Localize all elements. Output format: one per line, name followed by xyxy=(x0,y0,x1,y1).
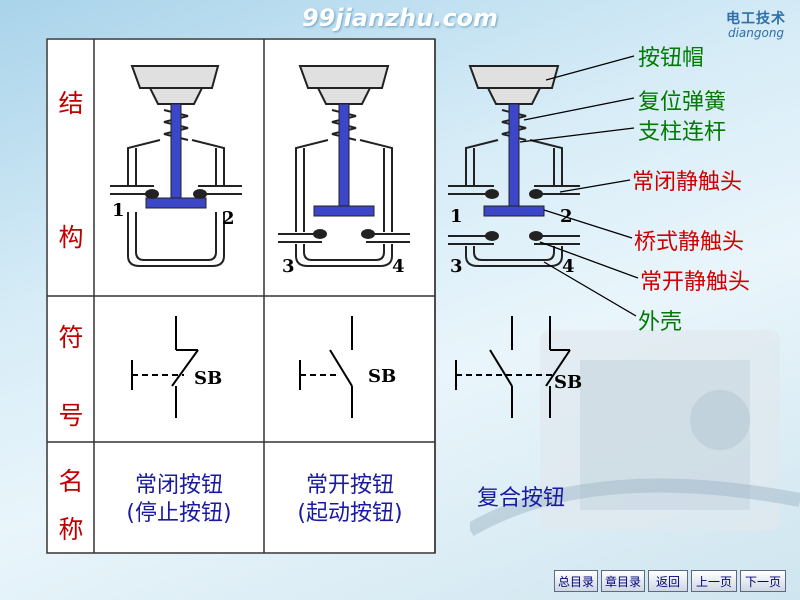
chapter-toc-button[interactable]: 章目录 xyxy=(601,570,645,592)
no-button-structure xyxy=(278,65,410,267)
nc-housing xyxy=(127,139,225,267)
no-symbol xyxy=(299,316,353,418)
callout-bridge-contact: 桥式静触头 xyxy=(634,230,745,255)
combo-button-name: 复合按钮 xyxy=(436,485,606,513)
prev-page-button[interactable]: 上一页 xyxy=(691,570,737,592)
combo-symbol xyxy=(455,316,571,418)
nc-button-name-line2: (停止按钮) xyxy=(126,501,232,526)
combo-static-contacts xyxy=(448,185,580,245)
nc-symbol-label: SB xyxy=(194,368,223,389)
brand-logo: 电工技术 diangong xyxy=(726,8,786,40)
row-label-name-2: 称 xyxy=(58,515,84,544)
row-label-structure-2: 构 xyxy=(58,223,84,252)
combo-button-name-line1: 复合按钮 xyxy=(476,486,565,511)
callout-no-static-contact: 常开静触头 xyxy=(640,270,751,295)
brand-cn: 电工技术 xyxy=(726,11,786,27)
back-button[interactable]: 返回 xyxy=(648,570,688,592)
combo-housing xyxy=(465,139,563,267)
table-grid xyxy=(46,38,436,554)
no-symbol-label: SB xyxy=(368,366,397,387)
callout-support-rod: 支柱连杆 xyxy=(638,120,727,145)
row-label-symbol-2: 号 xyxy=(58,401,84,430)
callout-leaders xyxy=(519,55,639,317)
no-button-name: 常开按钮 (起动按钮) xyxy=(264,472,436,528)
main-toc-button[interactable]: 总目录 xyxy=(554,570,598,592)
no-housing xyxy=(295,139,393,267)
combo-bridge-contact xyxy=(483,205,545,217)
no-static-contacts xyxy=(278,229,410,243)
nc-symbol xyxy=(131,316,199,418)
callout-button-cap: 按钮帽 xyxy=(638,46,705,71)
nc-button-name: 常闭按钮 (停止按钮) xyxy=(94,472,264,528)
row-label-name-1: 名 xyxy=(58,467,84,496)
background-equipment-photo xyxy=(470,330,800,537)
nc-button-name-line1: 常闭按钮 xyxy=(134,473,223,498)
callout-housing: 外壳 xyxy=(638,310,683,335)
no-button-name-line1: 常开按钮 xyxy=(305,473,394,498)
brand-en: diangong xyxy=(727,26,785,40)
combo-button-structure xyxy=(448,65,580,267)
no-bridge-contact xyxy=(313,205,375,217)
site-watermark: 99jianzhu.com xyxy=(301,4,499,32)
nc-terminal-1: 1 xyxy=(112,200,125,221)
no-button-cap xyxy=(298,65,390,105)
no-button-name-line2: (起动按钮) xyxy=(297,501,403,526)
combo-terminal-2: 2 xyxy=(560,206,573,227)
combo-rod xyxy=(508,103,520,207)
nc-button-structure xyxy=(110,65,242,267)
nc-button-cap xyxy=(130,65,220,105)
callout-return-spring: 复位弹簧 xyxy=(638,90,727,115)
next-page-button[interactable]: 下一页 xyxy=(740,570,786,592)
nc-bridge-contact xyxy=(145,197,207,209)
no-rod xyxy=(338,103,350,209)
nc-static-contacts xyxy=(110,185,242,199)
combo-terminal-3: 3 xyxy=(450,256,463,277)
combo-terminal-1: 1 xyxy=(450,206,463,227)
combo-terminal-4: 4 xyxy=(562,256,575,277)
combo-button-cap xyxy=(468,65,560,105)
nc-rod xyxy=(170,103,182,199)
no-terminal-3: 3 xyxy=(282,256,295,277)
combo-symbol-label: SB xyxy=(554,372,583,393)
no-terminal-4: 4 xyxy=(392,256,405,277)
row-label-structure-1: 结 xyxy=(58,89,84,118)
row-label-symbol-1: 符 xyxy=(58,323,84,352)
nc-terminal-2: 2 xyxy=(222,208,235,229)
callout-nc-static-contact: 常闭静触头 xyxy=(632,170,743,195)
